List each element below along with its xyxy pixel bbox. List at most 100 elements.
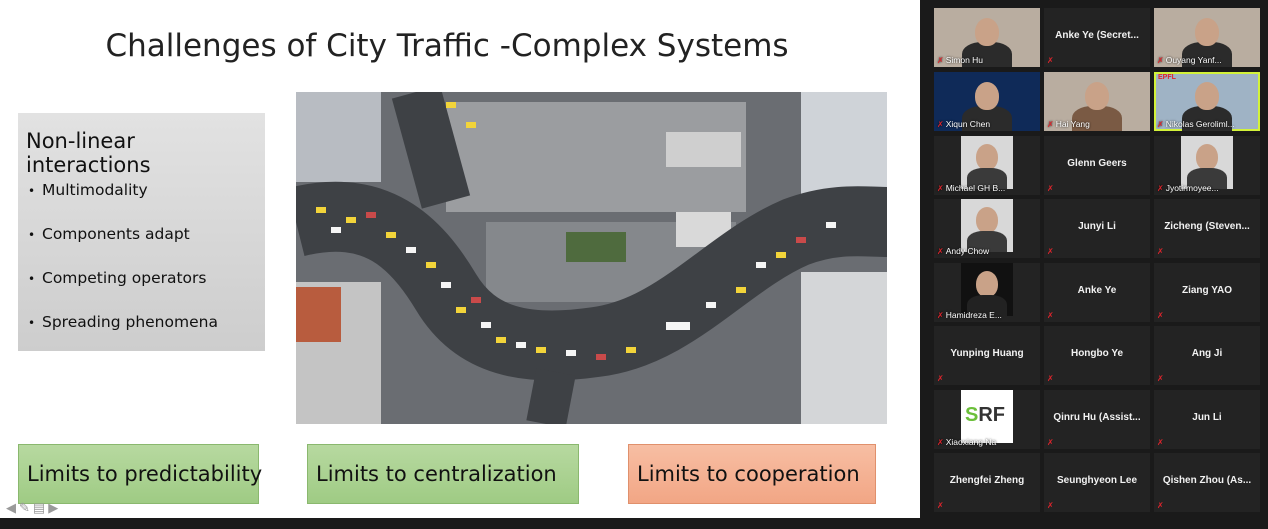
mic-muted-icon: ✗	[937, 374, 944, 383]
participant-tile[interactable]: Anke Ye (Secret... ✗	[1044, 8, 1150, 67]
limits-cooperation-box: Limits to cooperation	[628, 444, 876, 504]
participant-photo	[1181, 136, 1233, 189]
participant-tile[interactable]: ✗Xiqun Chen	[934, 72, 1040, 131]
mic-muted-icon: ✗	[1157, 119, 1164, 129]
mic-muted-icon: ✗	[1047, 184, 1054, 193]
mic-muted-icon: ✗	[1157, 501, 1164, 510]
participant-tile[interactable]: Jun Li ✗	[1154, 390, 1260, 449]
participant-tile[interactable]: Ziang YAO ✗	[1154, 263, 1260, 322]
participant-name: Michael GH B...	[945, 183, 1006, 193]
participant-photo	[961, 136, 1013, 189]
participant-name: Hamidreza E...	[945, 310, 1002, 320]
participant-name: Qishen Zhou (As...	[1162, 475, 1252, 486]
shared-slide: Challenges of City Traffic -Complex Syst…	[0, 0, 920, 518]
mic-muted-icon: ✗	[1157, 311, 1164, 320]
pen-icon[interactable]: ✎	[19, 500, 30, 515]
participant-name: Andy Chow	[945, 246, 990, 256]
box-title: Non-linear interactions	[26, 129, 151, 177]
mic-muted-icon: ✗	[1047, 119, 1054, 129]
participant-name: Jyotirmoyee...	[1165, 183, 1219, 193]
participant-name: Qinru Hu (Assist...	[1053, 412, 1141, 423]
traffic-aerial-photo	[296, 92, 887, 424]
participant-tile[interactable]: ✗Jyotirmoyee...	[1154, 136, 1260, 195]
limits-centralization-box: Limits to centralization	[307, 444, 579, 504]
mic-muted-icon: ✗	[937, 310, 944, 320]
participant-name: Yunping Huang	[950, 348, 1024, 359]
participant-tile[interactable]: Anke Ye ✗	[1044, 263, 1150, 322]
menu-icon[interactable]: ▤	[32, 500, 46, 515]
participant-label: ✗Ouyang Yanf...	[1157, 55, 1222, 65]
mic-muted-icon: ✗	[1047, 247, 1054, 256]
participant-tile[interactable]: Zhengfei Zheng ✗	[934, 453, 1040, 512]
participant-name: Jun Li	[1192, 412, 1222, 423]
previous-slide-icon[interactable]: ◀	[6, 500, 16, 515]
slide-controls: ◀ ✎ ▤ ▶	[6, 500, 58, 516]
participant-name: Ouyang Yanf...	[1165, 55, 1222, 65]
participant-name: Anke Ye (Secret...	[1055, 30, 1139, 41]
mic-muted-icon: ✗	[937, 119, 944, 129]
participant-tile[interactable]: Hongbo Ye ✗	[1044, 326, 1150, 385]
mic-muted-icon: ✗	[1047, 374, 1054, 383]
participant-name: Nikolas Geroliml...	[1165, 119, 1235, 129]
participant-label: ✗Andy Chow	[937, 246, 989, 256]
participant-label: ✗Michael GH B...	[937, 183, 1005, 193]
participant-tile[interactable]: ✗Michael GH B...	[934, 136, 1040, 195]
mic-muted-icon: ✗	[1047, 311, 1054, 320]
participant-name: Ang Ji	[1191, 348, 1223, 359]
participant-label: ✗Jyotirmoyee...	[1157, 183, 1219, 193]
mic-muted-icon: ✗	[937, 183, 944, 193]
mic-muted-icon: ✗	[1047, 438, 1054, 447]
bullet-item: •Multimodality	[28, 181, 148, 199]
mic-muted-icon: ✗	[1157, 374, 1164, 383]
slide-title: Challenges of City Traffic -Complex Syst…	[105, 28, 789, 64]
epfl-logo: EPFL	[1158, 74, 1176, 81]
participant-label: ✗Hamidreza E...	[937, 310, 1002, 320]
participant-name: Seunghyeon Lee	[1056, 475, 1137, 486]
participant-name: Xiqun Chen	[945, 119, 991, 129]
nonlinear-interactions-box: Non-linear interactions •Multimodality •…	[18, 113, 265, 351]
participant-label: ✗Hai Yang	[1047, 119, 1090, 129]
participant-name: Zicheng (Steven...	[1164, 221, 1250, 232]
participant-name: Hongbo Ye	[1070, 348, 1124, 359]
participant-tile[interactable]: Ang Ji ✗	[1154, 326, 1260, 385]
mic-muted-icon: ✗	[1047, 56, 1054, 65]
participant-photo	[961, 199, 1013, 252]
participant-name: Zhengfei Zheng	[949, 475, 1025, 486]
participant-name: Ziang YAO	[1181, 285, 1232, 296]
next-slide-icon[interactable]: ▶	[48, 500, 59, 515]
participant-tile[interactable]: Zicheng (Steven... ✗	[1154, 199, 1260, 258]
participant-photo	[961, 263, 1013, 316]
mic-muted-icon: ✗	[1157, 55, 1164, 65]
participant-name: Glenn Geers	[1067, 158, 1127, 169]
participant-tile[interactable]: EPFL ✗Nikolas Geroliml...	[1154, 72, 1260, 131]
participant-tile[interactable]: Yunping Huang ✗	[934, 326, 1040, 385]
mic-muted-icon: ✗	[937, 437, 944, 447]
participant-tile[interactable]: ✗Hamidreza E...	[934, 263, 1040, 322]
participant-label: ✗Xiqun Chen	[937, 119, 990, 129]
mic-muted-icon: ✗	[1157, 247, 1164, 256]
participant-tile[interactable]: ✗Andy Chow	[934, 199, 1040, 258]
mic-muted-icon: ✗	[937, 501, 944, 510]
mic-muted-icon: ✗	[937, 55, 944, 65]
participant-name: Hai Yang	[1055, 119, 1090, 129]
mic-muted-icon: ✗	[1047, 501, 1054, 510]
participant-tile[interactable]: SRF✗Xiaoxiang Na	[934, 390, 1040, 449]
participant-tile[interactable]: Qinru Hu (Assist... ✗	[1044, 390, 1150, 449]
participant-name: Simon Hu	[945, 55, 984, 65]
participant-name: Junyi Li	[1078, 221, 1116, 232]
participant-tile[interactable]: Seunghyeon Lee ✗	[1044, 453, 1150, 512]
participant-tile[interactable]: ✗Ouyang Yanf...	[1154, 8, 1260, 67]
bullet-item: •Competing operators	[28, 269, 207, 287]
participant-tile[interactable]: Qishen Zhou (As... ✗	[1154, 453, 1260, 512]
participant-tile[interactable]: ✗Hai Yang	[1044, 72, 1150, 131]
mic-muted-icon: ✗	[1157, 438, 1164, 447]
participant-tile[interactable]: Glenn Geers ✗	[1044, 136, 1150, 195]
limits-predictability-box: Limits to predictability	[18, 444, 262, 504]
participant-name: Anke Ye	[1077, 285, 1117, 296]
mic-muted-icon: ✗	[937, 246, 944, 256]
participant-name: Xiaoxiang Na	[945, 437, 997, 447]
participant-tile[interactable]: ✗Simon Hu	[934, 8, 1040, 67]
participant-tile[interactable]: Junyi Li ✗	[1044, 199, 1150, 258]
